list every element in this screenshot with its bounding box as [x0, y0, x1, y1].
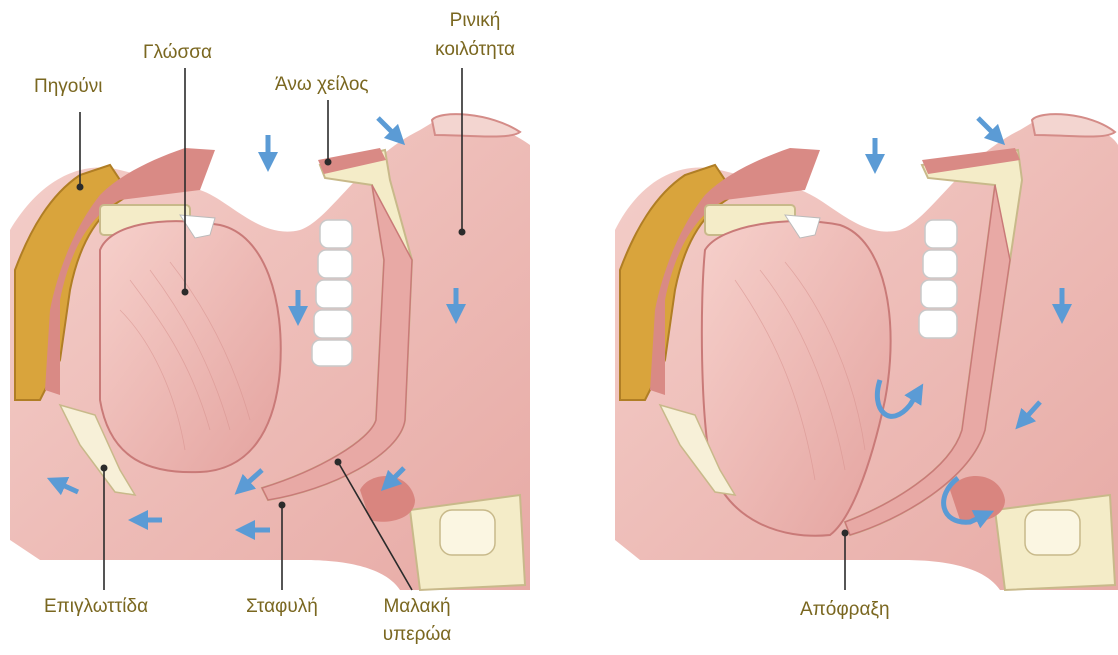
tongue-shape-left	[100, 221, 281, 472]
label-soft-palate-line2: υπερώα	[372, 624, 462, 646]
label-nasal-cavity: Ρινική κοιλότητα	[415, 10, 535, 61]
right-panel	[615, 114, 1118, 590]
label-soft-palate-line1: Μαλακή	[372, 596, 462, 618]
nasal-roll-right	[1032, 114, 1115, 136]
label-soft-palate: Μαλακή υπερώα	[372, 596, 462, 646]
label-uvula: Σταφυλή	[246, 596, 318, 618]
label-obstruction: Απόφραξη	[800, 599, 890, 621]
vertebra-hole-left	[440, 510, 495, 555]
label-epiglottis: Επιγλωττίδα	[44, 596, 148, 618]
airflow-arrow	[378, 118, 398, 138]
label-upper-lip: Άνω χείλος	[275, 74, 369, 96]
label-tongue: Γλώσσα	[143, 42, 212, 64]
label-nasal-line2: κοιλότητα	[415, 39, 535, 61]
label-chin: Πηγούνι	[34, 76, 102, 98]
left-panel	[10, 68, 530, 590]
airflow-arrow	[978, 118, 998, 138]
label-nasal-line1: Ρινική	[415, 10, 535, 32]
vertebra-hole-right	[1025, 510, 1080, 555]
nasal-roll-left	[432, 114, 520, 136]
